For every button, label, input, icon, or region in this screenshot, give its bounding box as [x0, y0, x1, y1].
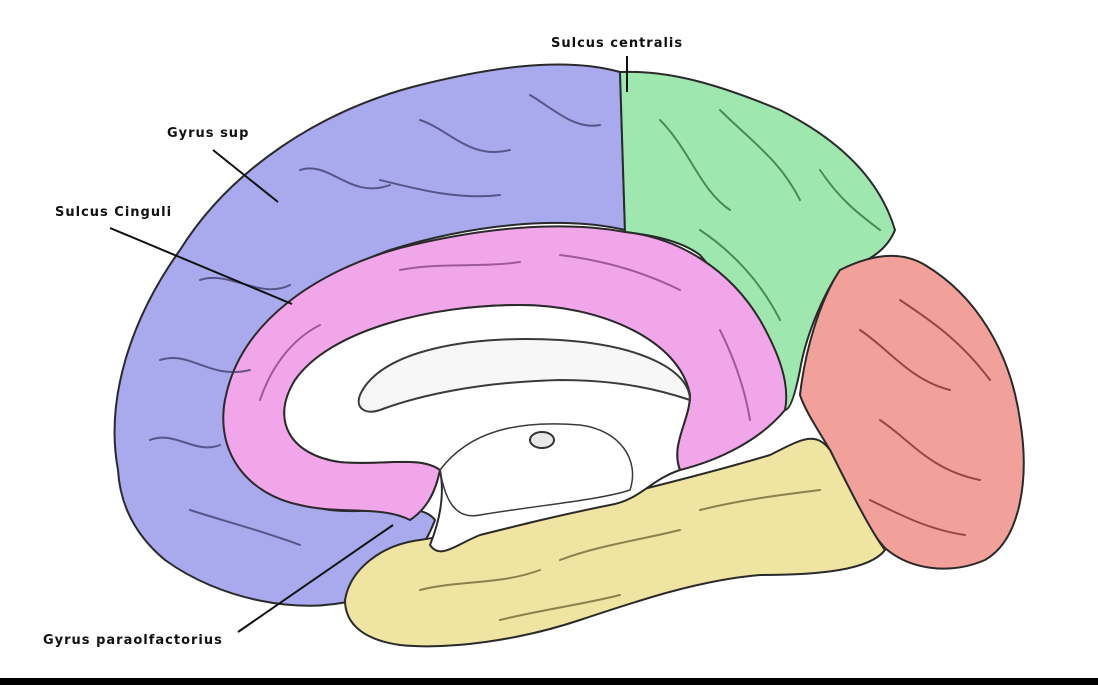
label-gyrus-sup: Gyrus sup	[167, 126, 250, 141]
yellow-sulci-lines	[419, 489, 821, 621]
green-sulci-lines	[659, 109, 881, 321]
bottom-bar	[0, 678, 1098, 685]
sulci-lines	[149, 94, 601, 546]
leader-sulcus-cinguli	[109, 227, 293, 305]
red-sulci-lines	[859, 299, 991, 536]
callosum-inner-outline	[357, 338, 692, 413]
brainstem-outline	[439, 423, 634, 517]
leader-gyrus-sup	[212, 149, 279, 203]
occipital-region	[799, 254, 1025, 570]
label-sulcus-centralis: Sulcus centralis	[551, 36, 684, 51]
leader-gyrus-paraolfactorius	[237, 524, 394, 633]
thalamus-mass	[529, 431, 555, 449]
leader-lines	[109, 56, 628, 633]
pink-sulci-lines	[259, 254, 751, 421]
label-gyrus-paraolfactorius: Gyrus paraolfactorius	[43, 633, 223, 648]
label-sulcus-cinguli: Sulcus Cinguli	[55, 205, 173, 220]
